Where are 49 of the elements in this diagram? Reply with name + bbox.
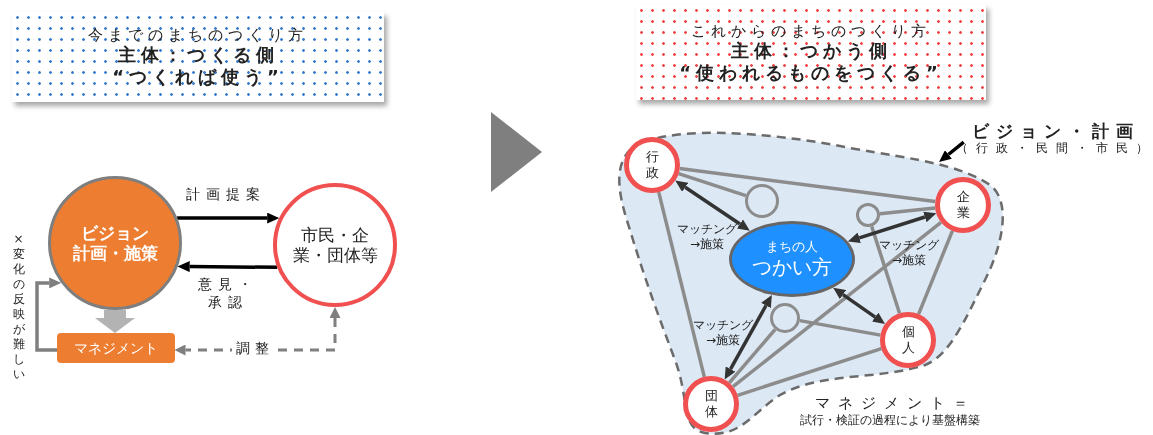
edge-label: 計画提案	[185, 186, 267, 204]
annotation-title: ビジョン・計画	[972, 120, 1140, 141]
arrow	[95, 310, 135, 333]
connector-line	[731, 221, 943, 388]
heading-text: 今までのまちのつくり方	[88, 26, 308, 45]
annotation-note: （行政・民間・市民）	[956, 141, 1153, 156]
subheading-text: 主体：つかう側	[730, 39, 892, 62]
connector-line	[870, 225, 902, 314]
subheading-text: “つくれば使う”	[112, 66, 284, 88]
subheading-text: 主体：つくる側	[117, 44, 279, 66]
double-arrow	[724, 295, 772, 380]
node-label: 行政	[644, 149, 660, 181]
node-label: 市民・企業・団体等	[292, 224, 378, 266]
leader-arrow	[939, 140, 965, 162]
arrow	[177, 212, 280, 224]
connector-line	[727, 328, 777, 384]
node-label: 企業	[955, 189, 971, 221]
note-heading: マネジメント＝	[813, 394, 977, 413]
node-label: 計画・施策	[72, 243, 158, 264]
edge-label: 意見・承認	[197, 276, 259, 311]
double-arrow	[847, 211, 937, 244]
edge-label: マッチング→施策	[878, 238, 940, 268]
connector-line	[879, 206, 936, 216]
process-box	[57, 333, 175, 363]
edge-label: ×変化の反映が難しい	[12, 232, 25, 382]
subheading-text: “使われるものをつくる”	[679, 61, 943, 84]
connector-line	[799, 318, 881, 337]
double-arrow	[675, 180, 750, 231]
heading-text: これからのまちのつくり方	[691, 21, 931, 40]
connector-line	[916, 230, 955, 315]
node-label: ビジョン	[81, 222, 149, 243]
node-label: 個人	[900, 324, 916, 356]
edge-label: マッチング→施策	[676, 222, 738, 252]
connector-line	[678, 172, 747, 198]
arrow	[35, 277, 62, 352]
node-label: 団体	[703, 388, 719, 420]
edge-label: マッチング→施策	[692, 318, 754, 348]
connector-line	[657, 191, 706, 378]
node-label: つかい方	[752, 254, 832, 279]
double-arrow	[833, 287, 886, 324]
heading-box	[636, 5, 986, 100]
node-label: マネジメント	[74, 339, 158, 357]
arrow	[177, 261, 278, 273]
heading-box	[12, 12, 384, 102]
note-text: 試行・検証の過程により基盤構築	[799, 413, 981, 428]
double-arrow	[174, 307, 341, 356]
node-label: まちの人	[766, 239, 818, 255]
connector-line	[679, 166, 936, 204]
connector-line	[737, 347, 882, 397]
